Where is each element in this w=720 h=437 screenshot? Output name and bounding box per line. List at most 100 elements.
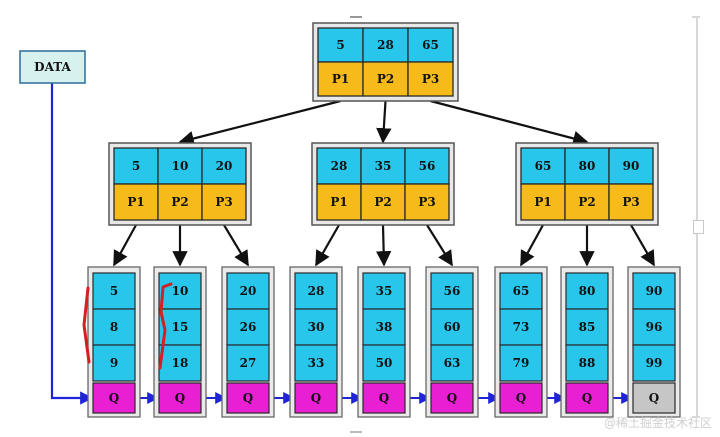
root-node-pointer-P3: P3	[422, 72, 439, 86]
leaf-key-33: 33	[308, 356, 325, 370]
leaf-node-6: 56 60 63Q	[425, 266, 479, 418]
internal-node-3-pointer-P1: P1	[534, 195, 551, 209]
data-box: DATA	[19, 50, 86, 84]
internal-node-1-key-cell	[201, 147, 247, 185]
leaf-key-60: 60	[444, 320, 461, 334]
leaf-key-cell	[294, 344, 338, 382]
internal-node-2-pointer-cell	[360, 183, 406, 221]
leaf-key-96: 96	[646, 320, 663, 334]
leaf-key-99: 99	[646, 356, 663, 370]
leaf-key-50: 50	[376, 356, 393, 370]
leaf-key-cell	[226, 344, 270, 382]
root-node-key-cell	[407, 27, 454, 63]
internal-node-3-key-80: 80	[579, 159, 596, 173]
root-node-pointer-cell	[317, 61, 364, 97]
leaf-key-cell	[499, 272, 543, 310]
internal-node-2-pointer-cell	[316, 183, 362, 221]
leaf-pointer-cell	[362, 382, 406, 414]
watermark: @稀土掘金技术社区	[603, 416, 712, 430]
edge-internal-to-leaf-9	[630, 224, 655, 267]
root-node-key-65: 65	[422, 38, 439, 52]
internal-node-3-key-65: 65	[535, 159, 552, 173]
data-box-label: DATA	[34, 60, 71, 74]
edge-internal-to-leaf-1	[113, 224, 137, 267]
leaf-key-28: 28	[308, 284, 325, 298]
root-node-key-5: 5	[336, 38, 344, 52]
leaf-pointer-cell	[565, 382, 609, 414]
internal-node-3-pointer-cell	[608, 183, 654, 221]
edge-root-to-internal-2	[376, 100, 392, 144]
leaf-key-80: 80	[579, 284, 596, 298]
leaf-key-cell	[362, 272, 406, 310]
leaf-pointer-cell	[92, 382, 136, 414]
leaf-key-cell	[362, 308, 406, 346]
leaf-key-56: 56	[444, 284, 461, 298]
internal-node-3-key-cell	[564, 147, 610, 185]
internal-node-2-pointer-cell	[404, 183, 450, 221]
leaf-key-cell	[565, 272, 609, 310]
leaf-pointer-label: Q	[447, 391, 457, 405]
leaf-pointer-label: Q	[516, 391, 526, 405]
edge-internal-to-leaf-6	[426, 224, 453, 267]
internal-node-1-pointer-P2: P2	[171, 195, 188, 209]
leaf-key-cell	[158, 344, 202, 382]
leaf-key-73: 73	[513, 320, 530, 334]
leaf-pointer-cell	[499, 382, 543, 414]
leaf-key-26: 26	[240, 320, 257, 334]
leaf-key-cell	[226, 308, 270, 346]
right-scroll-rule	[696, 16, 698, 418]
internal-node-2-key-cell	[360, 147, 406, 185]
internal-node-2-pointer-P3: P3	[418, 195, 435, 209]
root-node-key-28: 28	[377, 38, 394, 52]
internal-node-3-key-90: 90	[623, 159, 640, 173]
leaf-key-35: 35	[376, 284, 393, 298]
internal-node-2-pointer-P1: P1	[330, 195, 347, 209]
leaf-pointer-cell	[226, 382, 270, 414]
leaf-pointer-label: Q	[175, 391, 185, 405]
internal-node-1-pointer-P1: P1	[127, 195, 144, 209]
leaf-key-cell	[158, 272, 202, 310]
leaf-key-63: 63	[444, 356, 461, 370]
root-node-pointer-cell	[407, 61, 454, 97]
internal-node-2-key-cell	[316, 147, 362, 185]
leaf-key-cell	[430, 272, 474, 310]
data-pointer-line	[50, 83, 94, 405]
leaf-pointer-label: Q	[109, 391, 119, 405]
leaf-key-cell	[362, 344, 406, 382]
leaf-key-27: 27	[240, 356, 257, 370]
leaf-key-90: 90	[646, 284, 663, 298]
internal-node-3-pointer-cell	[564, 183, 610, 221]
internal-node-2-key-35: 35	[375, 159, 392, 173]
leaf-key-cell	[430, 308, 474, 346]
leaf-key-20: 20	[240, 284, 257, 298]
edge-internal-to-leaf-5	[375, 224, 392, 267]
leaf-key-65: 65	[513, 284, 530, 298]
internal-node-1-key-10: 10	[172, 159, 189, 173]
internal-node-1-pointer-cell	[201, 183, 247, 221]
leaf-key-cell	[430, 344, 474, 382]
leaf-pointer-cell	[632, 382, 676, 414]
leaf-key-cell	[499, 344, 543, 382]
annotation-bracket-2	[158, 282, 173, 370]
leaf-key-cell	[632, 272, 676, 310]
leaf-key-79: 79	[513, 356, 530, 370]
leaf-key-5: 5	[110, 284, 118, 298]
leaf-key-cell	[632, 344, 676, 382]
leaf-key-38: 38	[376, 320, 393, 334]
leaf-key-15: 15	[172, 320, 189, 334]
right-rule-handle	[693, 220, 704, 234]
leaf-key-30: 30	[308, 320, 325, 334]
edge-root-to-internal-1	[178, 99, 341, 147]
leaf-key-8: 8	[110, 320, 118, 334]
leaf-pointer-cell	[158, 382, 202, 414]
edge-internal-to-leaf-7	[520, 224, 544, 267]
